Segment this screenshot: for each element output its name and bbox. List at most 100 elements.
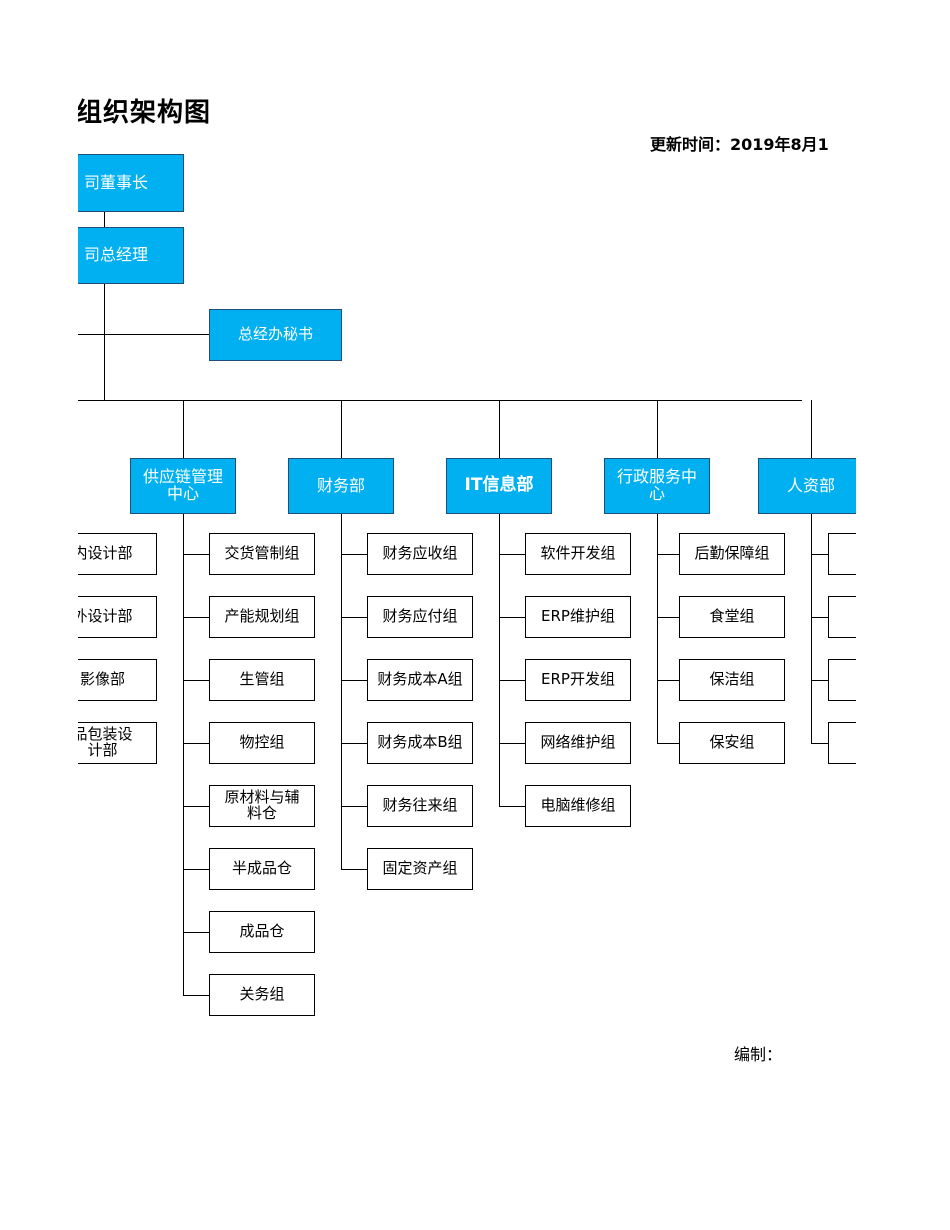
org-chart-sheet: 组织架构图 更新时间：2019年8月1 司董事长 司总经理 总经办秘书 内设计部… — [78, 0, 856, 1230]
child-branch-line-0-3 — [183, 743, 209, 744]
sub-group-3-3: 保安组 — [679, 722, 785, 764]
child-branch-line-2-1 — [499, 617, 525, 618]
department-bus-line — [78, 400, 802, 401]
child-branch-line-4-2 — [811, 680, 828, 681]
left-dept-2-label: 影像部 — [79, 670, 125, 689]
child-branch-line-0-6 — [183, 932, 209, 933]
sub-group-2-2: ERP开发组 — [525, 659, 631, 701]
chairman-box: 司董事长 — [78, 154, 184, 212]
child-branch-line-1-0 — [341, 554, 367, 555]
child-branch-line-0-1 — [183, 617, 209, 618]
sub-group-1-5: 固定资产组 — [367, 848, 473, 890]
secretary-branch-line — [78, 334, 209, 335]
general-manager-box: 司总经理 — [78, 227, 184, 284]
sub-group-1-1: 财务应付组 — [367, 596, 473, 638]
sub-group-0-0-label: 交货管制组 — [224, 544, 300, 563]
sub-group-0-0: 交货管制组 — [209, 533, 315, 575]
child-branch-line-4-3 — [811, 743, 828, 744]
child-branch-line-1-4 — [341, 806, 367, 807]
child-branch-line-0-0 — [183, 554, 209, 555]
department-1-label: 财务部 — [316, 475, 365, 495]
sub-group-2-3-label: 网络维护组 — [540, 733, 616, 752]
sub-group-0-4-label: 原材料与辅 料仓 — [224, 788, 300, 822]
child-branch-line-0-2 — [183, 680, 209, 681]
sub-group-4-2 — [828, 659, 856, 701]
sub-group-2-4: 电脑维修组 — [525, 785, 631, 827]
sub-group-2-0-label: 软件开发组 — [540, 544, 616, 563]
sub-group-0-7-label: 关务组 — [239, 985, 285, 1004]
sub-group-0-6-label: 成品仓 — [239, 922, 285, 941]
child-branch-line-0-5 — [183, 869, 209, 870]
sub-group-0-5: 半成品仓 — [209, 848, 315, 890]
sub-group-0-1: 产能规划组 — [209, 596, 315, 638]
sub-group-0-6: 成品仓 — [209, 911, 315, 953]
sub-group-1-3-label: 财务成本B组 — [377, 733, 463, 752]
sub-group-2-1: ERP维护组 — [525, 596, 631, 638]
child-branch-line-3-2 — [657, 680, 679, 681]
sub-group-0-7: 关务组 — [209, 974, 315, 1016]
sub-group-4-1 — [828, 596, 856, 638]
left-dept-3-label: 品包装设 计部 — [78, 725, 133, 759]
chairman-label: 司董事长 — [83, 172, 148, 192]
child-branch-line-4-0 — [811, 554, 828, 555]
child-branch-line-1-2 — [341, 680, 367, 681]
secretary-box: 总经办秘书 — [209, 309, 342, 361]
sub-group-0-1-label: 产能规划组 — [224, 607, 300, 626]
sub-group-0-2-label: 生管组 — [239, 670, 285, 689]
left-dept-1: 外设计部 — [78, 596, 157, 638]
sub-group-1-0-label: 财务应收组 — [382, 544, 458, 563]
child-branch-line-4-1 — [811, 617, 828, 618]
page-title: 组织架构图 — [78, 98, 212, 128]
sub-group-2-3: 网络维护组 — [525, 722, 631, 764]
sub-group-4-0 — [828, 533, 856, 575]
department-2: IT信息部 — [446, 458, 552, 514]
sub-group-4-3: 干 — [828, 722, 856, 764]
department-3-label: 行政服务中 心 — [616, 467, 697, 503]
child-branch-line-0-7 — [183, 995, 209, 996]
department-1: 财务部 — [288, 458, 394, 514]
department-3: 行政服务中 心 — [604, 458, 710, 514]
left-dept-1-label: 外设计部 — [78, 607, 133, 626]
sub-group-1-1-label: 财务应付组 — [382, 607, 458, 626]
sub-group-0-4: 原材料与辅 料仓 — [209, 785, 315, 827]
dept-spine-line-1 — [341, 514, 342, 869]
child-branch-line-1-3 — [341, 743, 367, 744]
child-branch-line-1-1 — [341, 617, 367, 618]
child-branch-line-3-1 — [657, 617, 679, 618]
department-0-label: 供应链管理 中心 — [142, 467, 223, 503]
sub-group-0-3-label: 物控组 — [239, 733, 285, 752]
child-branch-line-1-5 — [341, 869, 367, 870]
dept-drop-line-3 — [657, 400, 658, 458]
dept-spine-line-2 — [499, 514, 500, 806]
sub-group-3-1-label: 食堂组 — [709, 607, 755, 626]
sub-group-0-2: 生管组 — [209, 659, 315, 701]
sub-group-1-2-label: 财务成本A组 — [377, 670, 463, 689]
dept-drop-line-1 — [341, 400, 342, 458]
left-dept-3: 品包装设 计部 — [78, 722, 157, 764]
update-time: 更新时间：2019年8月1 — [650, 135, 829, 154]
dept-spine-line-4 — [811, 514, 812, 743]
left-dept-0-label: 内设计部 — [78, 544, 133, 563]
department-2-label: IT信息部 — [464, 475, 534, 496]
dept-spine-line-3 — [657, 514, 658, 743]
sub-group-1-4: 财务往来组 — [367, 785, 473, 827]
sub-group-1-5-label: 固定资产组 — [382, 859, 458, 878]
child-branch-line-0-4 — [183, 806, 209, 807]
sub-group-3-0-label: 后勤保障组 — [694, 544, 770, 563]
sub-group-2-1-label: ERP维护组 — [541, 607, 615, 626]
left-dept-2: 影像部 — [78, 659, 157, 701]
child-branch-line-2-2 — [499, 680, 525, 681]
secretary-label: 总经办秘书 — [237, 325, 313, 344]
child-branch-line-2-0 — [499, 554, 525, 555]
sub-group-3-2-label: 保洁组 — [709, 670, 755, 689]
dept-drop-line-0 — [183, 400, 184, 458]
general-manager-label: 司总经理 — [83, 245, 148, 265]
sub-group-3-1: 食堂组 — [679, 596, 785, 638]
child-branch-line-3-0 — [657, 554, 679, 555]
sub-group-1-3: 财务成本B组 — [367, 722, 473, 764]
sub-group-1-4-label: 财务往来组 — [382, 796, 458, 815]
editor-label: 编制： — [734, 1045, 783, 1064]
sub-group-3-3-label: 保安组 — [709, 733, 755, 752]
dept-drop-line-2 — [499, 400, 500, 458]
sub-group-2-2-label: ERP开发组 — [541, 670, 615, 689]
